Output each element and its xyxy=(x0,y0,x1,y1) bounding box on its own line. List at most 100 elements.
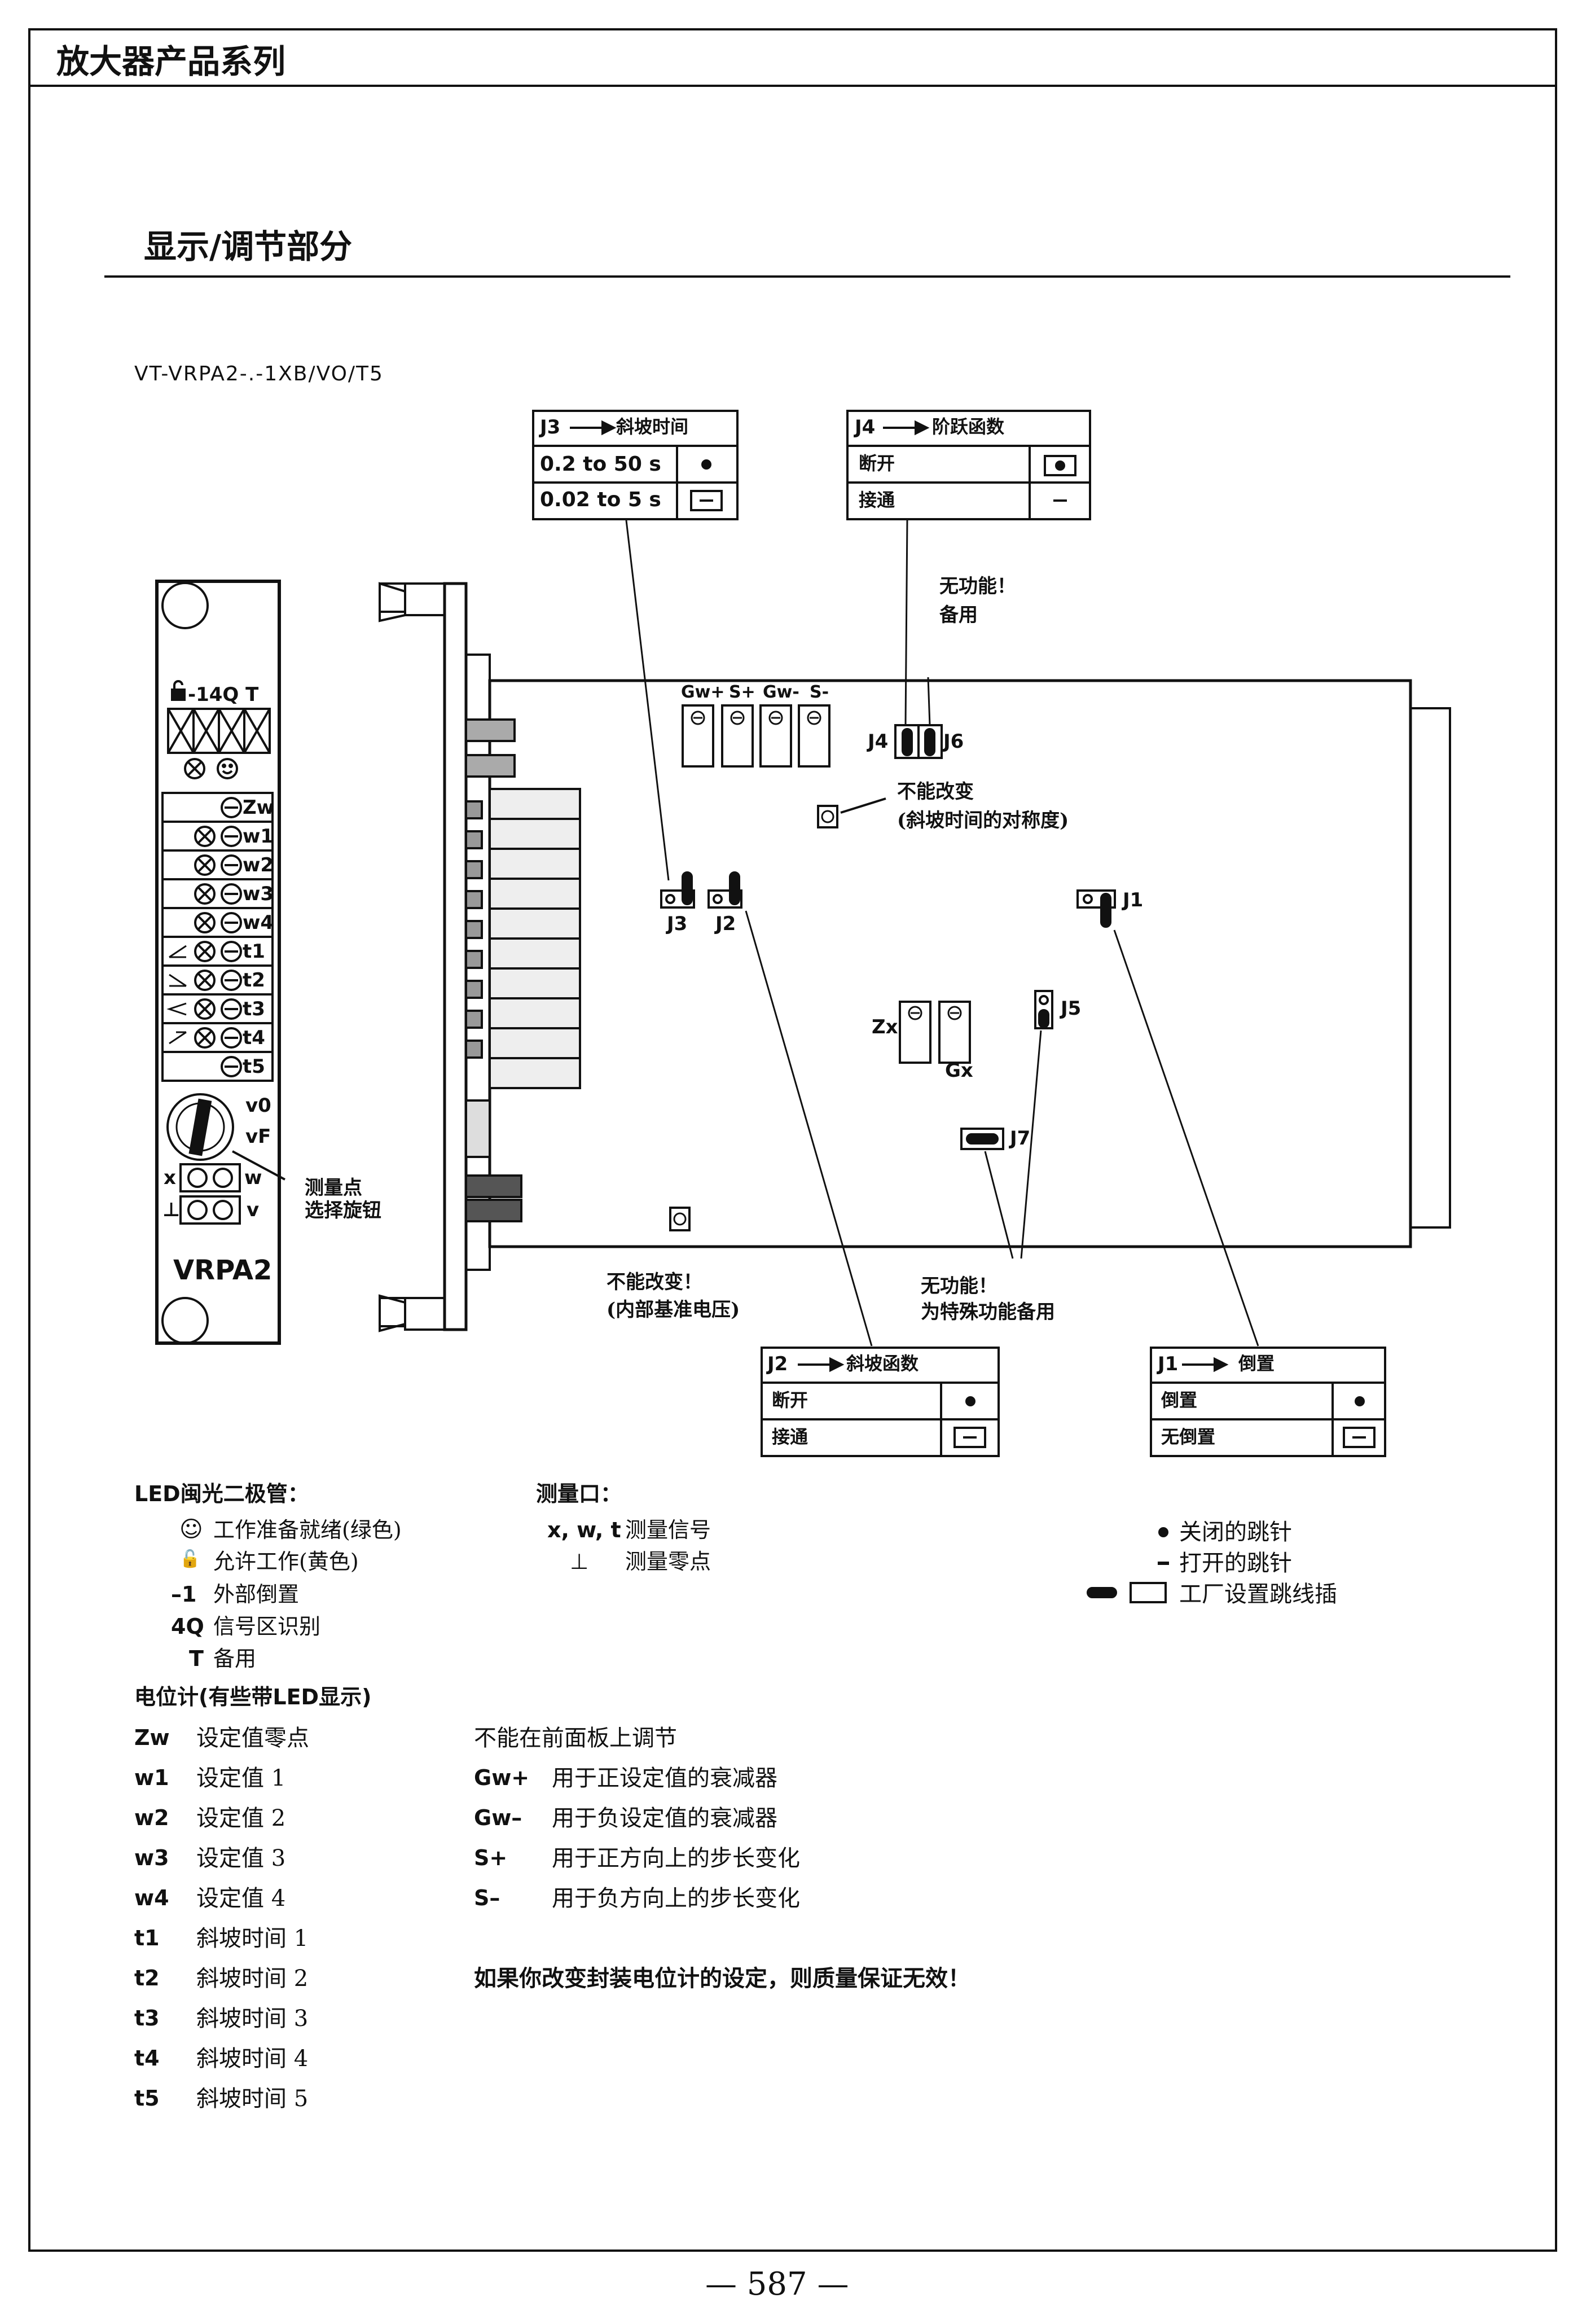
pot-val-3: 设定值 3 xyxy=(196,1845,286,1871)
led-legend-text-0: 工作准备就绪(绿色) xyxy=(213,1518,402,1542)
side-front-plate xyxy=(443,582,468,1331)
pot-key-4: w4 xyxy=(134,1885,169,1910)
zx-gx-pots xyxy=(899,1001,971,1064)
pot-right-key-2: S+ xyxy=(474,1845,508,1870)
measure-legend-sym-0: x, w, t xyxy=(547,1518,621,1542)
pot-rows xyxy=(161,792,274,1082)
jumper-legend-closed: 关闭的跳针 xyxy=(1179,1519,1292,1545)
v-label: v xyxy=(247,1199,260,1221)
led-legend-text-1: 允许工作(黄色) xyxy=(213,1549,359,1574)
measure-legend-text-1: 测量零点 xyxy=(625,1549,711,1574)
j4-label: J4 xyxy=(868,730,889,753)
pot-minus-icons xyxy=(221,797,242,1077)
special-callout-1: 无功能！ xyxy=(921,1275,997,1297)
model-code: VT-VRPA2-.-1XB/VO/T5 xyxy=(134,362,384,385)
j4-row1: 断开 xyxy=(859,453,895,474)
pot-key-2: w2 xyxy=(134,1805,169,1830)
led-legend-sym-2: –1 xyxy=(171,1582,197,1607)
j4-table-title: 阶跃函数 xyxy=(932,416,1005,437)
pot-label-w2: w2 xyxy=(243,854,274,876)
pot-val-1: 设定值 1 xyxy=(196,1765,286,1791)
led-legend-text-4: 备用 xyxy=(213,1646,257,1671)
pcb-board xyxy=(488,679,1412,1248)
pot-label-t4: t4 xyxy=(243,1027,265,1049)
v0-label: v0 xyxy=(245,1094,271,1117)
leader-lines xyxy=(625,520,1259,1347)
pot-label-gw-plus: Gw+ xyxy=(681,682,725,702)
edge-connector xyxy=(1409,707,1451,1229)
pot-key-7: t3 xyxy=(134,2006,160,2031)
pot-val-5: 斜坡时间 1 xyxy=(196,1926,309,1952)
pot-right-key-0: Gw+ xyxy=(474,1765,530,1790)
reference-callout-1: 不能改变！ xyxy=(607,1271,702,1293)
pot-label-t2: t2 xyxy=(243,969,265,992)
j3-row1: 0.2 to 50 s xyxy=(540,453,661,476)
arrow-icons xyxy=(570,420,1229,1373)
pot-right-val-1: 用于负设定值的衰减器 xyxy=(552,1805,777,1831)
sealed-pots xyxy=(682,704,830,768)
panel-name: VRPA2 xyxy=(173,1255,273,1286)
spare-callout-2: 备用 xyxy=(939,604,978,626)
j4-table-jlabel: J4 xyxy=(855,416,876,439)
j3-title-text: 斜坡时间 xyxy=(616,416,689,437)
section-title: 显示/调节部分 xyxy=(144,227,353,266)
j2-row1: 断开 xyxy=(772,1389,808,1411)
measure-legend-title: 测量口： xyxy=(536,1481,622,1506)
warranty-warning: 如果你改变封装电位计的设定，则质量保证无效！ xyxy=(474,1965,970,1992)
j3-table-title: 斜坡时间 xyxy=(616,418,688,436)
pot-key-9: t5 xyxy=(134,2086,160,2111)
spare-callout-1: 无功能！ xyxy=(939,575,1016,598)
symmetry-callout-1: 不能改变 xyxy=(897,780,974,803)
led-legend-sym-1: 🔓 xyxy=(179,1551,200,1568)
reference-trimmer xyxy=(669,1207,691,1231)
pot-label-w4: w4 xyxy=(243,911,274,934)
side-view-handles xyxy=(379,582,446,1332)
pot-right-val-0: 用于正设定值的衰减器 xyxy=(552,1765,777,1791)
j3-label: J3 xyxy=(667,913,688,935)
pot-label-s-minus: S- xyxy=(810,682,829,702)
led-legend-sym-3: 4Q xyxy=(171,1614,204,1639)
measure-sockets xyxy=(179,1163,241,1225)
jumper-j7 xyxy=(960,1128,1004,1150)
pot-key-6: t2 xyxy=(134,1966,160,1990)
reference-callout-2: (内部基准电压) xyxy=(607,1299,740,1321)
j2-table-jlabel: J2 xyxy=(767,1353,788,1375)
knob-leader xyxy=(232,1150,285,1181)
page-number: — 587 — xyxy=(705,2266,849,2303)
pot-val-6: 斜坡时间 2 xyxy=(196,1966,309,1992)
section-divider xyxy=(104,275,1510,278)
pot-val-2: 设定值 2 xyxy=(196,1805,286,1831)
jumper-j3 xyxy=(660,871,695,909)
pot-key-1: w1 xyxy=(134,1765,169,1790)
pot-val-4: 设定值 4 xyxy=(196,1885,286,1911)
knob-callout-1: 测量点 xyxy=(305,1177,362,1199)
jumper-legend-icons xyxy=(1087,1527,1169,1603)
jumper-legend-open: 打开的跳针 xyxy=(1179,1550,1292,1576)
pot-label-t1: t1 xyxy=(243,940,265,963)
led-legend-text-3: 信号区识别 xyxy=(213,1614,321,1639)
lock-icon-small: 🔓 xyxy=(179,1549,201,1569)
mount-hole-bottom xyxy=(161,1297,209,1344)
pot-val-9: 斜坡时间 5 xyxy=(196,2086,309,2112)
j1-table xyxy=(1150,1347,1386,1457)
j3-row2: 0.02 to 5 s xyxy=(540,488,661,511)
j5-label: J5 xyxy=(1061,997,1082,1020)
pot-key-3: w3 xyxy=(134,1845,169,1870)
pot-label-w3: w3 xyxy=(243,883,274,905)
j6-label: J6 xyxy=(943,730,964,753)
symmetry-leader xyxy=(840,797,886,814)
j3-table xyxy=(532,410,739,520)
j1-label: J1 xyxy=(1123,889,1144,911)
knob-callout-2: 选择旋钮 xyxy=(305,1199,381,1222)
gx-label: Gx xyxy=(945,1059,973,1082)
j3-table-jlabel: J3 xyxy=(540,416,561,439)
j2-label: J2 xyxy=(715,913,736,935)
symmetry-trimmer xyxy=(817,805,838,828)
jumper-j2 xyxy=(707,871,742,909)
pot-label-s-plus: S+ xyxy=(729,682,755,702)
j2-row2: 接通 xyxy=(772,1426,808,1448)
pot-right-key-1: Gw– xyxy=(474,1805,522,1830)
j1-table-title: 倒置 xyxy=(1238,1353,1275,1374)
pot-right-header: 不能在前面板上调节 xyxy=(474,1725,677,1751)
pot-val-8: 斜坡时间 4 xyxy=(196,2046,309,2072)
